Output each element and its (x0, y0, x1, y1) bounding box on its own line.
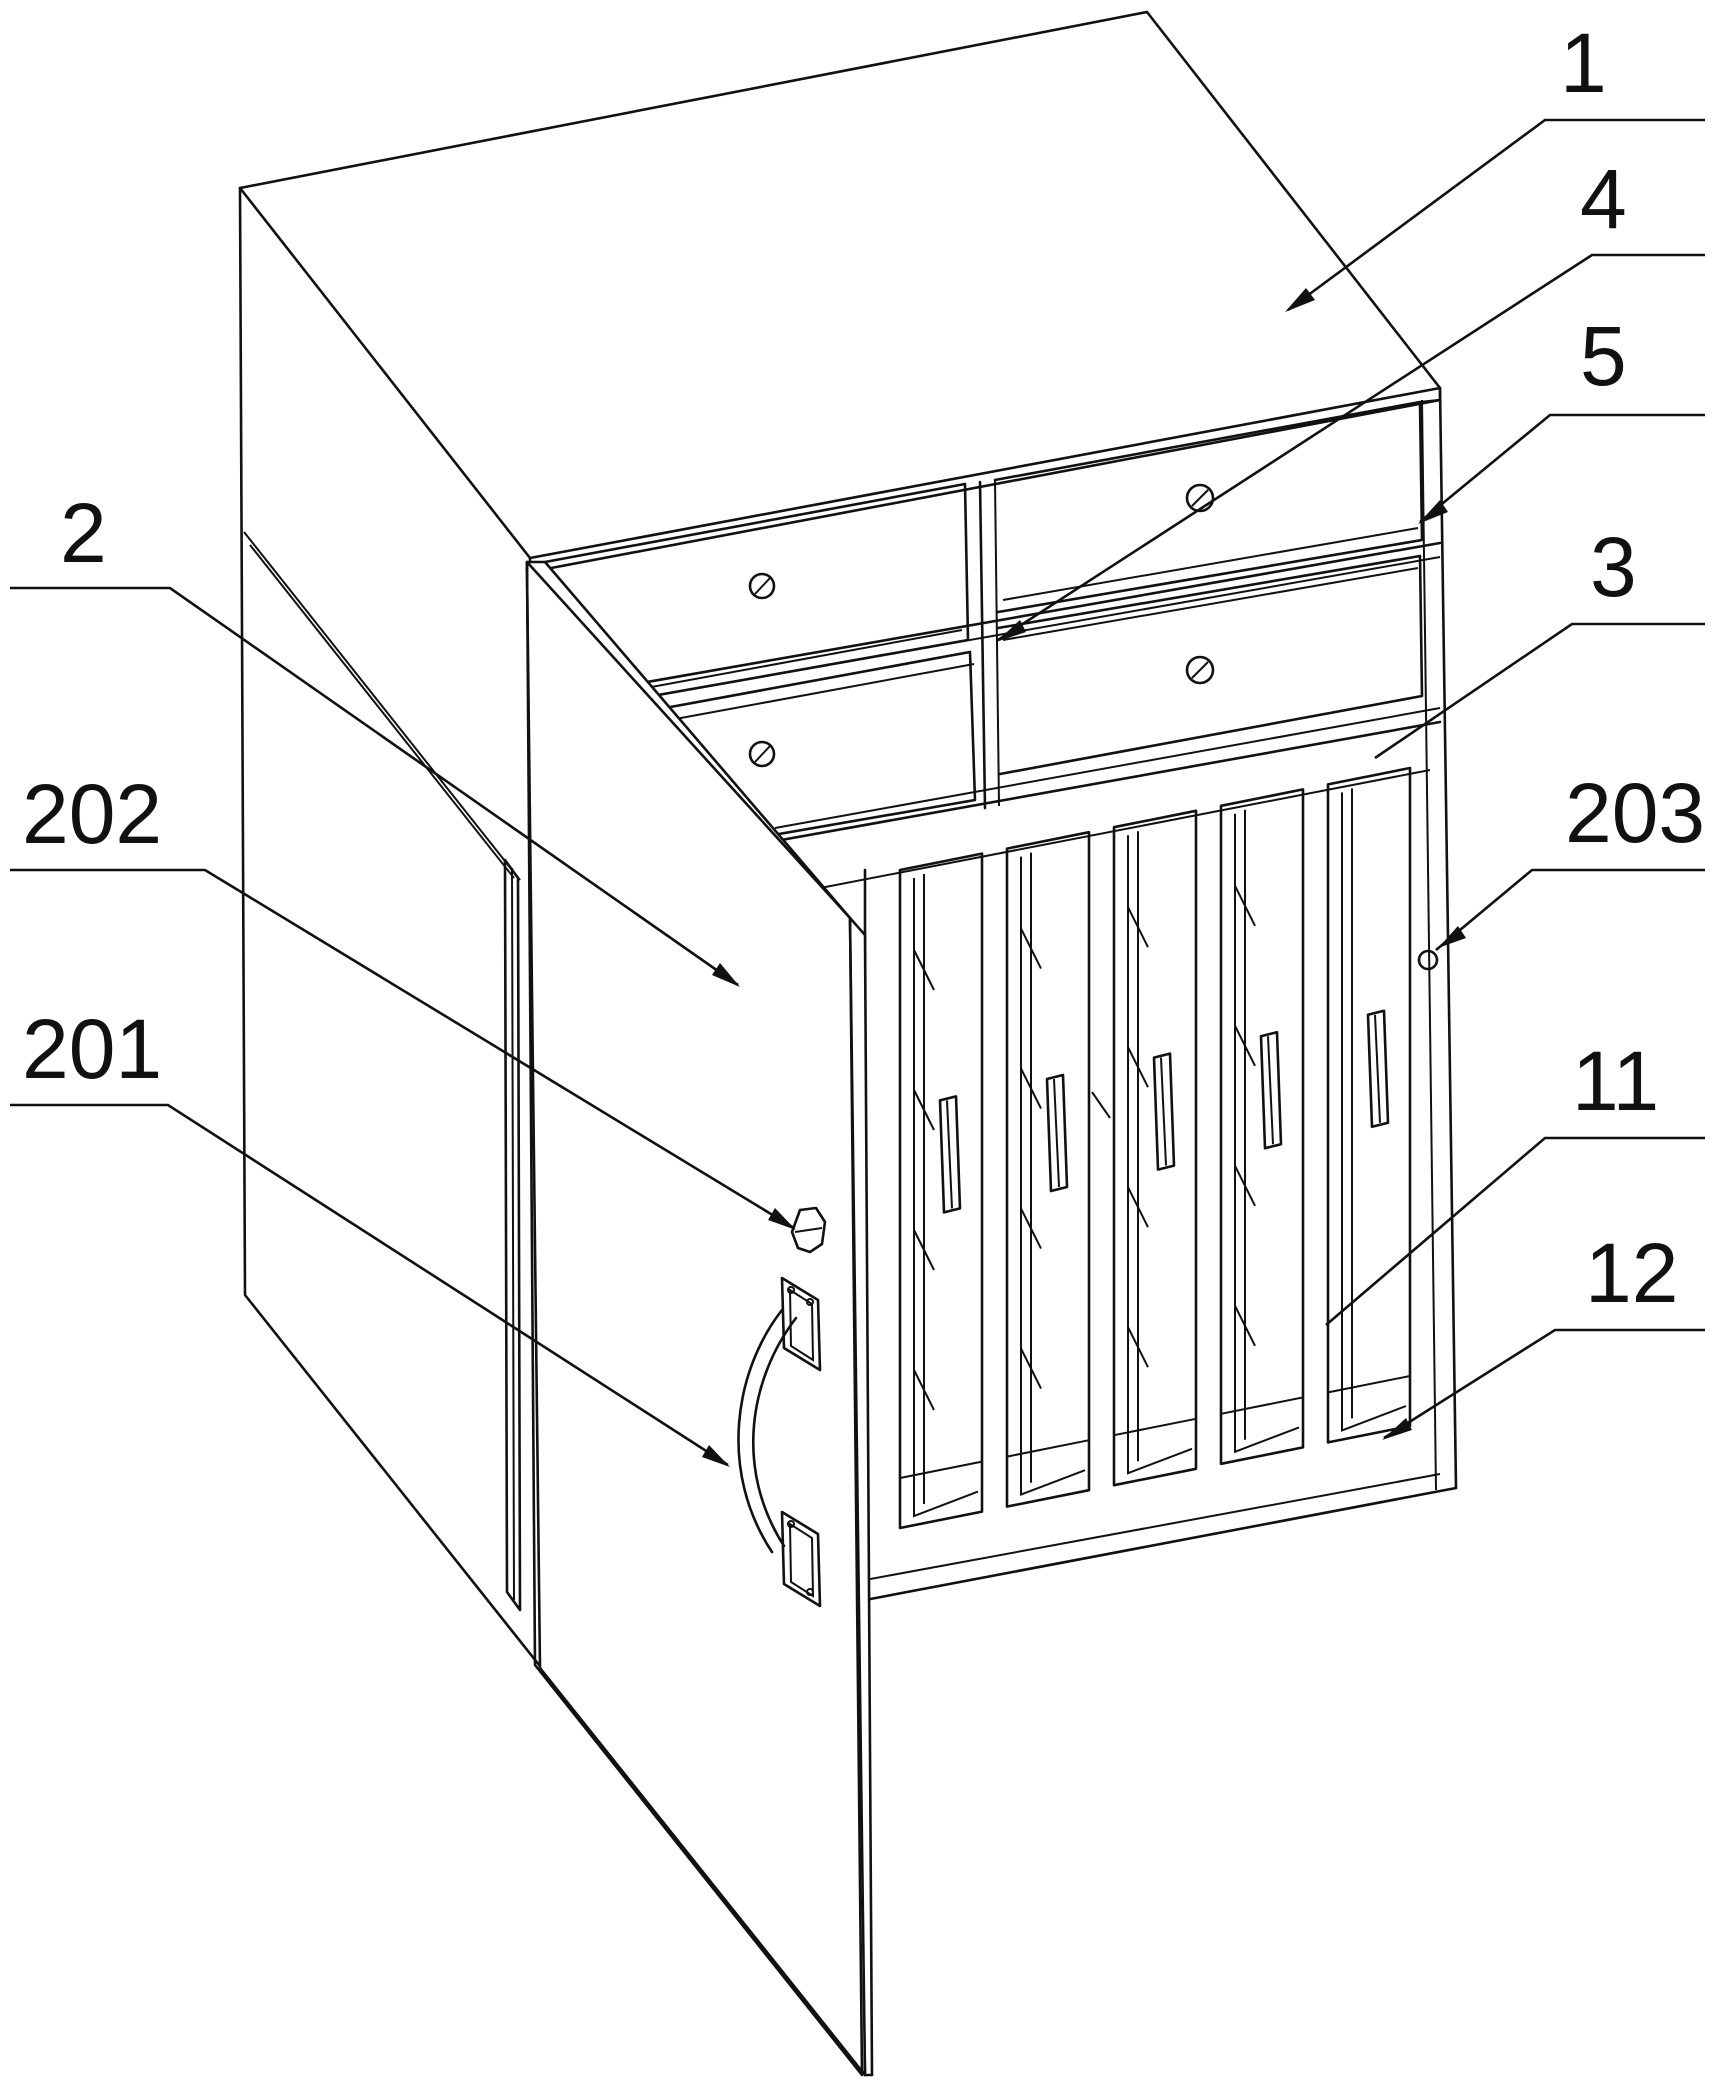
label-3: 3 (1590, 520, 1637, 614)
frame-mark (1091, 1091, 1111, 1119)
panel-handle (938, 1095, 962, 1214)
label-2: 2 (60, 486, 107, 580)
drawer-top-left (543, 482, 970, 702)
label-1: 1 (1560, 16, 1607, 110)
label-12: 12 (1585, 1226, 1678, 1320)
label-202: 202 (22, 767, 162, 861)
sliding-panel (1112, 809, 1198, 1487)
sliding-panel (1219, 788, 1305, 1466)
panel-handle (1259, 1030, 1283, 1150)
label-203: 203 (1565, 766, 1705, 860)
callouts: 1 4 5 3 2 203 202 201 11 (10, 16, 1705, 1467)
drawer-top-right (993, 398, 1442, 614)
panel-handle (1152, 1052, 1176, 1171)
door-handle (737, 1276, 822, 1608)
front-frame (809, 769, 1431, 1602)
door (503, 560, 874, 2077)
label-201: 201 (22, 1002, 162, 1096)
label-5: 5 (1580, 309, 1627, 403)
sliding-panel (898, 852, 984, 1530)
label-11: 11 (1572, 1034, 1659, 1128)
panel-handle (1045, 1073, 1069, 1193)
drawer-bottom-right (996, 554, 1424, 776)
door-lock-knob (790, 1206, 827, 1254)
label-4: 4 (1580, 152, 1627, 246)
drawer-bottom-left (663, 650, 977, 842)
panel-handle (1366, 1009, 1390, 1129)
sliding-panels (898, 766, 1412, 1530)
sliding-panel (1005, 830, 1091, 1508)
drawer-section (543, 398, 1442, 844)
sliding-panel (1326, 766, 1412, 1444)
